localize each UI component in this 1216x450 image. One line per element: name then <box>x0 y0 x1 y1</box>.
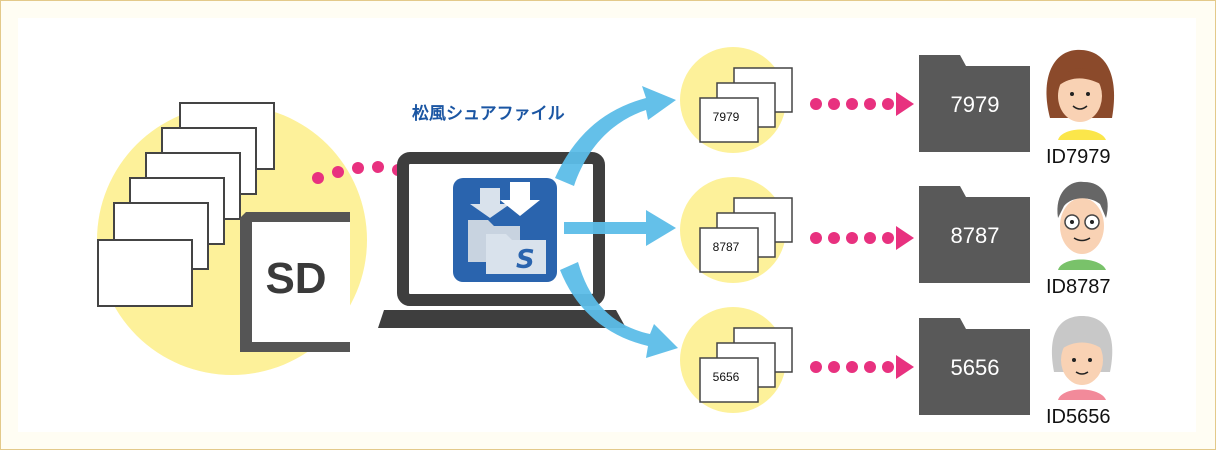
folder-number-1: 7979 <box>950 92 1000 117</box>
folder-1 <box>919 55 1030 152</box>
photo-stack <box>97 102 275 307</box>
user-id-2: ID8787 <box>1046 276 1111 298</box>
sd-card-label: SD <box>265 254 327 303</box>
folder-2 <box>919 186 1030 283</box>
sheet-stack-1 <box>699 67 793 143</box>
folder-number-3: 5656 <box>950 355 1000 380</box>
transfer-dots-3 <box>810 355 914 379</box>
folder-3 <box>919 318 1030 415</box>
sheet-stack-3 <box>699 327 793 403</box>
app-title: 松風シュアファイル <box>412 104 565 124</box>
sheet-number-2: 8787 <box>712 240 740 254</box>
avatar-woman-icon <box>1046 49 1115 140</box>
folder-number-2: 8787 <box>950 223 1000 248</box>
sheet-number-3: 5656 <box>712 370 740 384</box>
user-id-1: ID7979 <box>1046 146 1111 168</box>
distribution-arrows <box>555 86 678 358</box>
app-icon: S <box>453 178 557 282</box>
sheet-number-1: 7979 <box>712 110 740 124</box>
transfer-dots-2 <box>810 226 914 250</box>
avatar-elderly-woman-icon <box>1051 316 1113 400</box>
user-id-3: ID5656 <box>1046 406 1111 428</box>
svg-text:S: S <box>516 245 535 275</box>
transfer-dots-1 <box>810 92 914 116</box>
sheet-stack-2 <box>699 197 793 273</box>
avatar-man-icon <box>1057 181 1108 270</box>
sd-card-icon <box>240 212 350 352</box>
